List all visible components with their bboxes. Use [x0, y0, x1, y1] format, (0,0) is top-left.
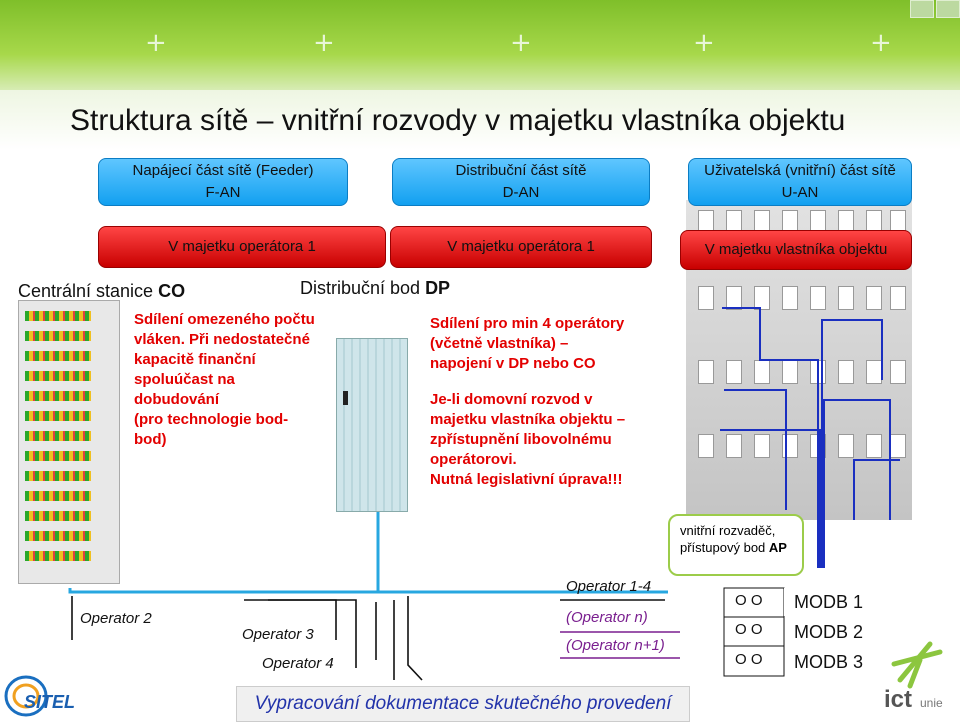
note-line: operátorovi. [430, 451, 517, 468]
plus-decoration: + [510, 28, 532, 58]
riser-fiber [720, 429, 821, 568]
sitel-logo-text: SITEL [24, 692, 76, 712]
note-line: Nutná legislativní úprava!!! [430, 471, 623, 488]
note-line: spoluúčast na [134, 371, 235, 388]
outlet-symbols: O O [735, 651, 763, 668]
note-line: (pro technologie bod- [134, 411, 289, 428]
co-rack-image [18, 300, 120, 584]
segment-name: Napájecí část sítě (Feeder) [132, 162, 314, 179]
ictunie-logo: ict unie [880, 640, 956, 720]
segment-name: Uživatelská (vnitřní) část sítě [704, 162, 896, 179]
riser-fiber [853, 459, 900, 520]
segment-name: Distribuční část sítě [455, 162, 587, 179]
ownership-bar-dp: V majetku operátora 1 [390, 226, 652, 268]
access-point-callout: vnitřní rozvaděč, přístupový bod AP [668, 514, 804, 576]
note-line: zpřístupnění libovolnému [430, 431, 612, 448]
note-line: majetku vlastníka objektu – [430, 411, 626, 428]
segment-distribution: Distribuční část sítě D-AN [392, 158, 650, 206]
operator-n-label: (Operator n) [566, 609, 648, 626]
plus-decoration: + [693, 28, 715, 58]
modb-label: MODB 1 [794, 592, 864, 612]
operator-line [407, 596, 423, 681]
outlet-panel [723, 587, 785, 677]
segment-feeder: Napájecí část sítě (Feeder) F-AN [98, 158, 348, 206]
slide-title: Struktura sítě – vnitřní rozvody v majet… [70, 104, 846, 137]
sitel-logo: SITEL [4, 674, 86, 718]
operator-line [268, 599, 357, 668]
co-note: Sdílení omezeného počtu vláken. Při nedo… [134, 310, 315, 450]
note-line: (včetně vlastníka) – [430, 335, 569, 352]
ap-line2: přístupový bod AP [680, 540, 787, 555]
note-line: Sdílení omezeného počtu [134, 311, 315, 328]
modb-label: MODB 2 [794, 622, 864, 642]
segment-abbr: F-AN [205, 184, 241, 201]
ictunie-logo-text-a: ict [884, 686, 913, 713]
outlet-symbols: O O [735, 592, 763, 609]
operator-1-4-label: Operator 1-4 [566, 578, 652, 595]
plus-decoration: + [870, 28, 892, 58]
central-office-label: Centrální stanice CO [18, 281, 186, 301]
operator-2-label: Operator 2 [80, 610, 152, 627]
plus-decoration: + [145, 28, 167, 58]
note-line: Je-li domovní rozvod v [430, 391, 593, 408]
note-line: kapacitě finanční [134, 351, 256, 368]
ownership-bar-co: V majetku operátora 1 [98, 226, 386, 268]
dp-note: Sdílení pro min 4 operátory (včetně vlas… [430, 314, 624, 374]
note-line: Sdílení pro min 4 operátory [430, 315, 625, 332]
segment-abbr: U-AN [781, 184, 819, 201]
modb-bg [784, 588, 910, 616]
fiber-co-dp [68, 512, 380, 594]
operator-n1-label: (Operator n+1) [566, 637, 665, 654]
riser-fiber [724, 389, 787, 510]
modb-label: MODB 3 [794, 652, 864, 672]
riser-fiber [823, 399, 891, 568]
ap-line1: vnitřní rozvaděč, [680, 523, 776, 538]
footer-banner: Vypracování dokumentace skutečného prove… [236, 686, 690, 722]
operator-4-label: Operator 4 [262, 655, 334, 672]
header-band [0, 0, 960, 90]
operator-3-label: Operator 3 [242, 626, 314, 643]
dp-cabinet-image [336, 338, 408, 512]
ictunie-logo-text-b: unie [920, 696, 943, 710]
ownership-bar-owner: V majetku vlastníka objektu [680, 230, 912, 270]
riser-fiber [821, 319, 883, 568]
note-line: dobudování [134, 391, 219, 408]
dp-note-legislation: Je-li domovní rozvod v majetku vlastníka… [430, 390, 625, 490]
note-line: bod) [134, 431, 167, 448]
distribution-point-label: Distribuční bod DP [300, 278, 451, 298]
note-line: vláken. Při nedostatečné [134, 331, 310, 348]
note-line: napojení v DP nebo CO [430, 355, 596, 372]
segment-abbr: D-AN [502, 184, 540, 201]
outlet-symbols: O O [735, 621, 763, 638]
fiber-dp-ap [376, 512, 668, 594]
header-fade [0, 90, 960, 150]
plus-decoration: + [313, 28, 335, 58]
minimize-icon[interactable] [910, 0, 934, 18]
segment-user: Uživatelská (vnitřní) část sítě U-AN [688, 158, 912, 206]
